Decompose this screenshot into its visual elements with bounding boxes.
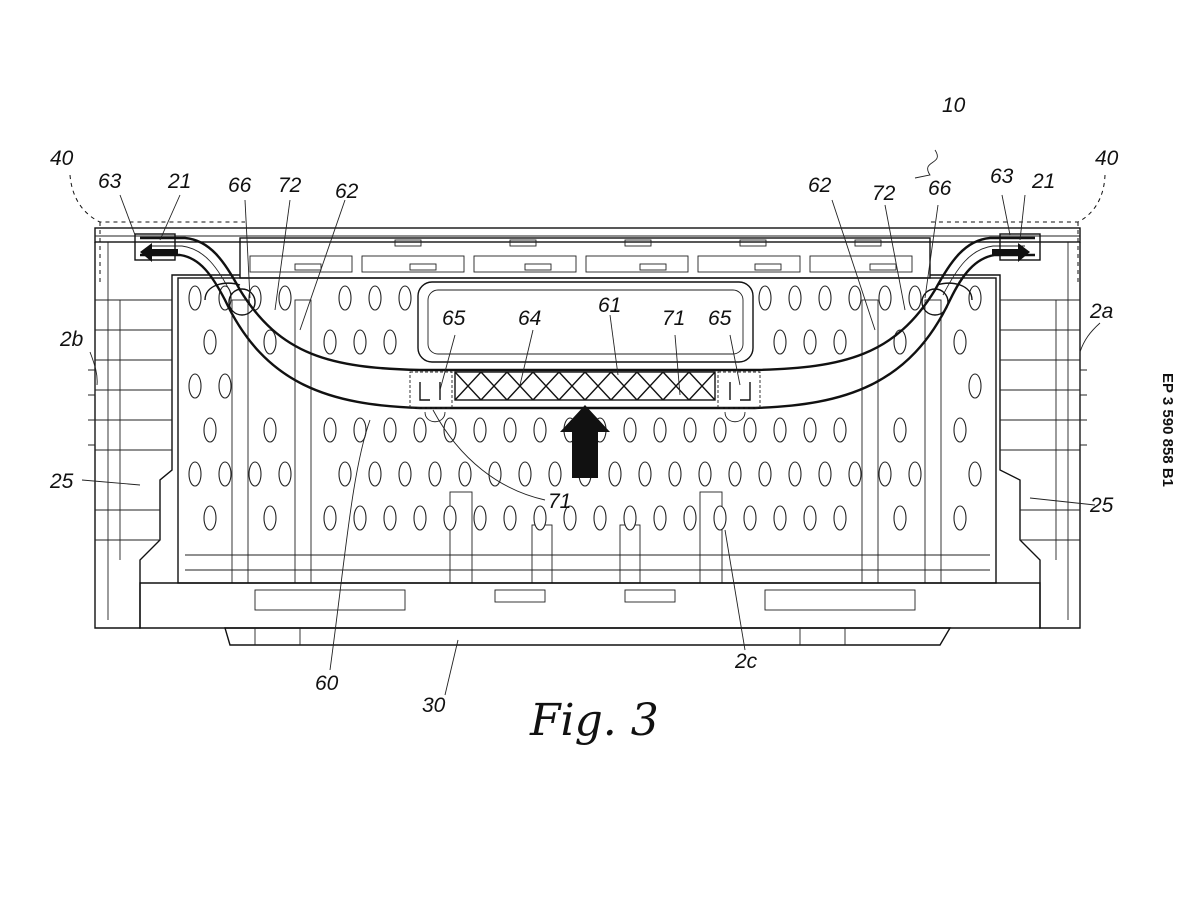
label-handle-bar: 60 bbox=[315, 672, 339, 695]
label-right-side: 25 bbox=[1089, 494, 1114, 517]
clip-right bbox=[717, 371, 761, 423]
label-right-end: 63 bbox=[990, 165, 1014, 188]
label-left-side: 25 bbox=[49, 470, 74, 493]
label-front-wall: 2c bbox=[734, 650, 758, 673]
leader-lines bbox=[81, 149, 1101, 696]
label-left-clip: 65 bbox=[442, 307, 466, 330]
crate-body bbox=[88, 227, 1087, 646]
label-right-clip: 65 bbox=[708, 307, 732, 330]
label-assembly: 10 bbox=[942, 94, 966, 117]
label-lattice: 61 bbox=[598, 294, 621, 317]
clip-left bbox=[409, 371, 453, 423]
label-right-arm: 62 bbox=[808, 174, 832, 197]
label-right-pin: 21 bbox=[1031, 170, 1055, 193]
right-dashed-outline bbox=[930, 174, 1106, 223]
label-left-edge: 40 bbox=[50, 147, 74, 170]
up-arrow-icon bbox=[560, 405, 610, 478]
right-arrow-icon bbox=[992, 243, 1030, 262]
figure-title: Fig. 3 bbox=[529, 695, 659, 746]
patent-number: EP 3 590 858 B1 bbox=[1159, 373, 1176, 487]
label-left-wall: 2b bbox=[59, 328, 84, 351]
label-right-edge: 40 bbox=[1095, 147, 1119, 170]
label-left-arm: 62 bbox=[335, 180, 359, 203]
label-right-hook: 66 bbox=[928, 177, 952, 200]
reference-labels: 10 40 40 63 21 66 72 62 62 72 66 63 21 2… bbox=[49, 94, 1119, 717]
label-left-end: 63 bbox=[98, 170, 122, 193]
rim-slots bbox=[249, 239, 913, 273]
label-left-hook: 66 bbox=[228, 174, 252, 197]
left-dashed-outline bbox=[69, 174, 245, 223]
label-lower-recess: 71 bbox=[548, 490, 571, 513]
label-right-wall: 2a bbox=[1089, 300, 1113, 323]
label-right-recess: 71 bbox=[662, 307, 685, 330]
label-left-slot: 72 bbox=[278, 174, 302, 197]
lattice-structure bbox=[454, 371, 716, 401]
oval-hole-grid bbox=[188, 285, 982, 531]
label-right-slot: 72 bbox=[872, 182, 896, 205]
label-base: 30 bbox=[422, 694, 446, 717]
handle-bar bbox=[134, 233, 1041, 410]
label-center-web: 64 bbox=[518, 307, 541, 330]
label-left-pin: 21 bbox=[167, 170, 191, 193]
left-arrow-icon bbox=[140, 243, 178, 262]
